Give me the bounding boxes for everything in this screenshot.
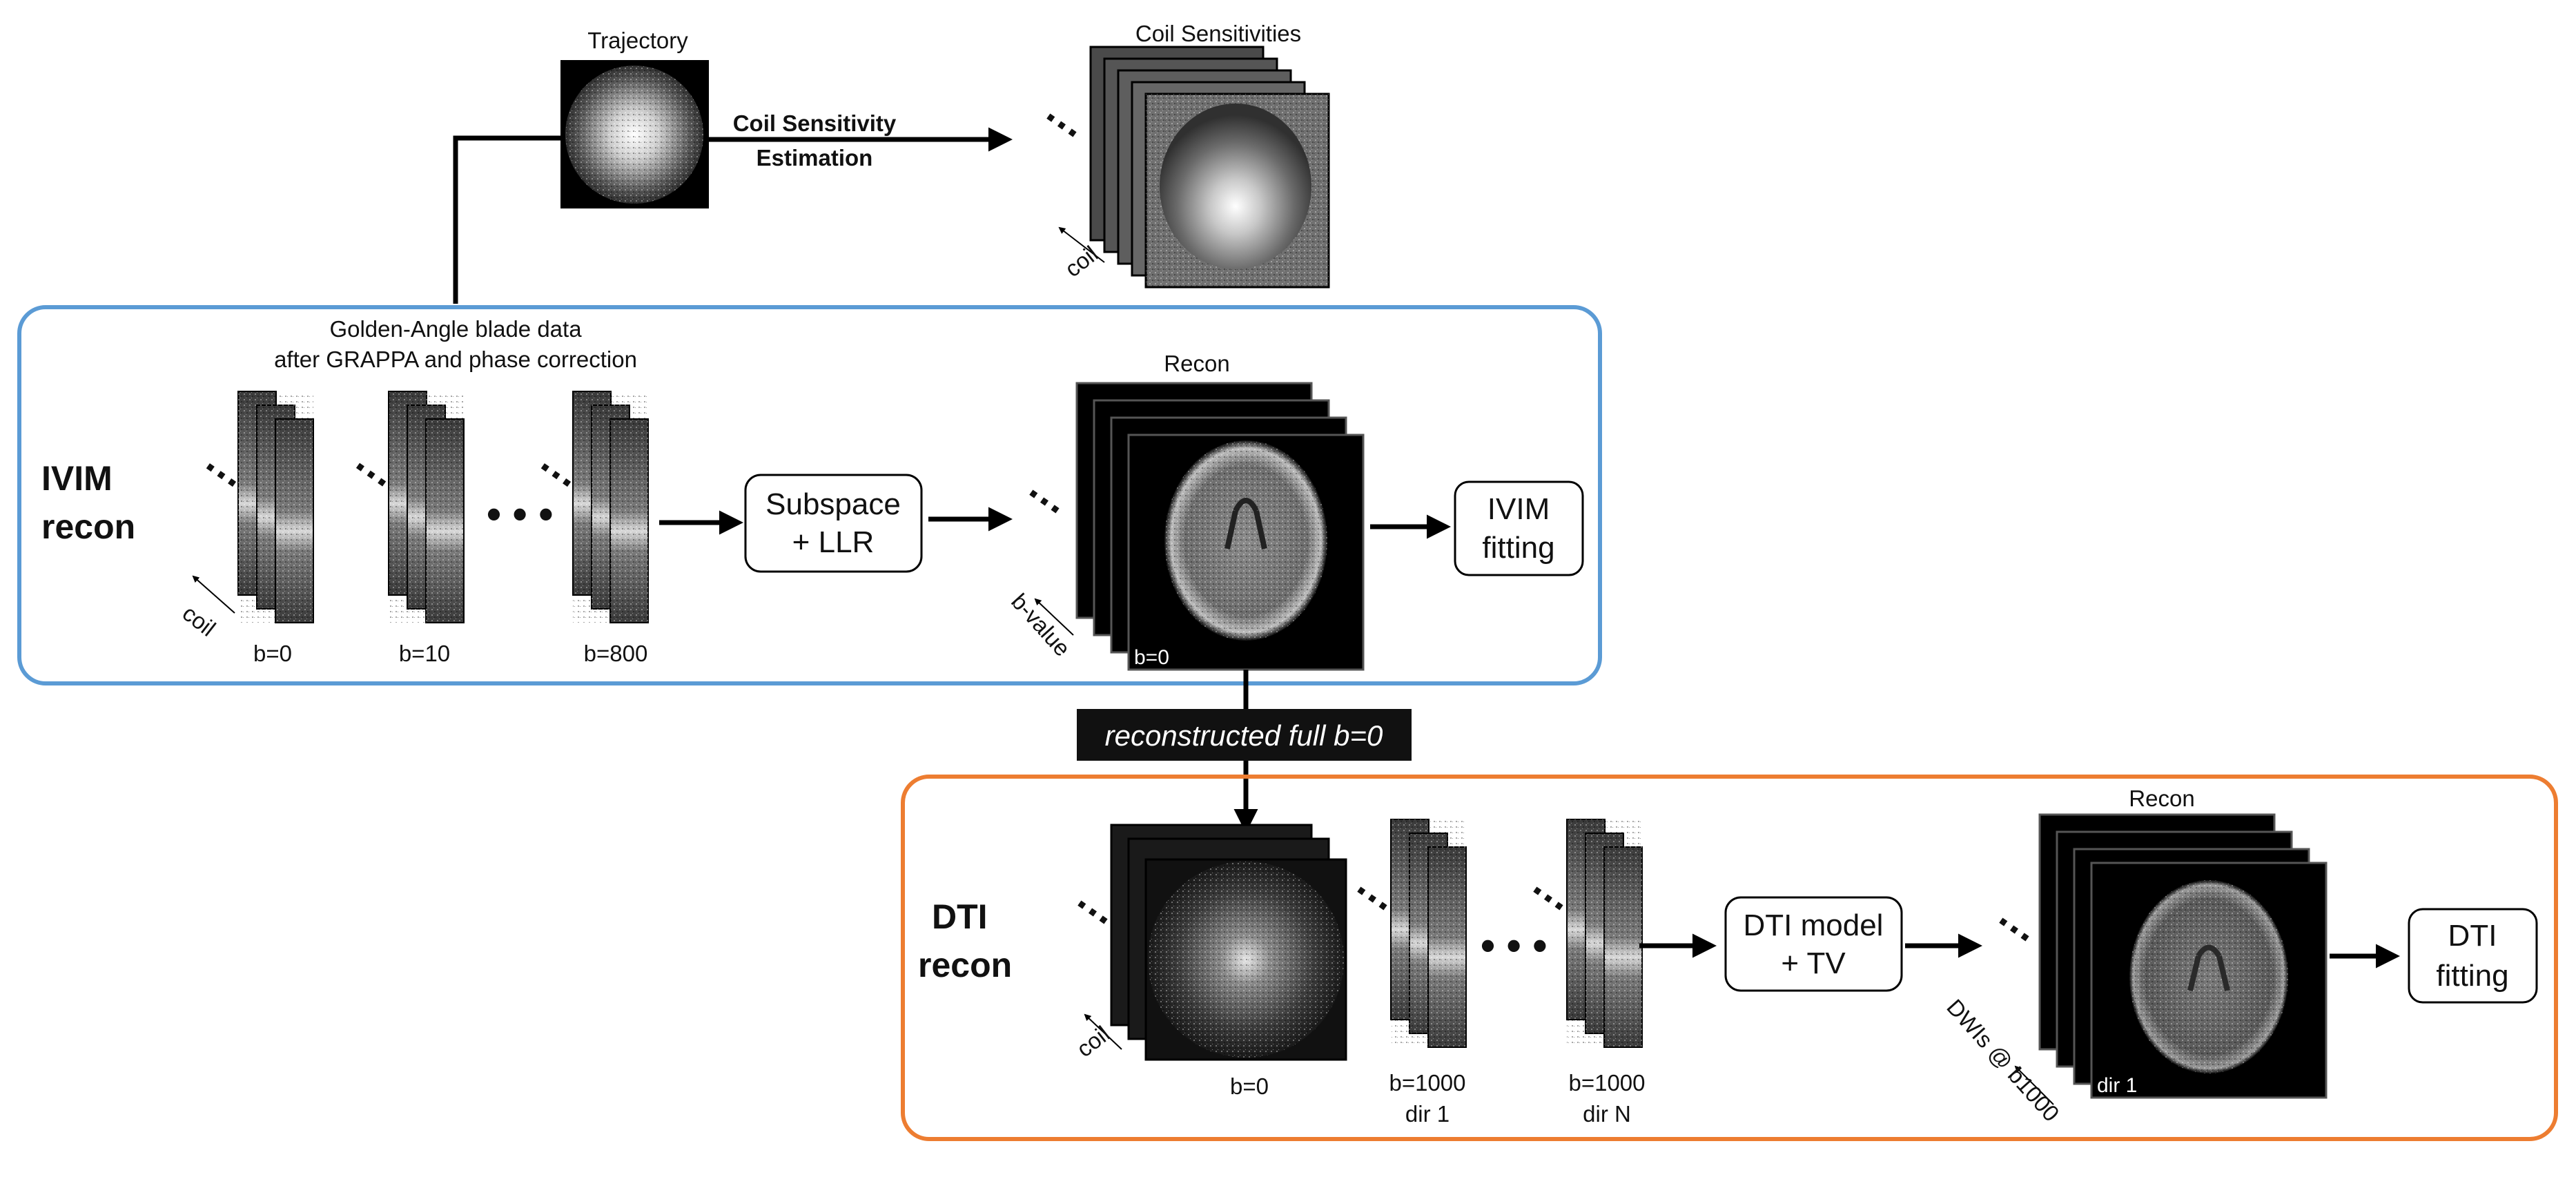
coil-axis-label-top: coil: [1060, 241, 1103, 282]
dti-dir1-label-line1: b=1000: [1389, 1070, 1465, 1096]
coil-sensitivity-step-line2: Estimation: [757, 145, 873, 171]
ivim-data-title-line2: after GRAPPA and phase correction: [274, 347, 637, 372]
trajectory-title: Trajectory: [587, 28, 688, 53]
dti-b0-kspace-stack: [1110, 824, 1347, 1061]
ivim-fitting-box: IVIM fitting: [1454, 480, 1584, 576]
ivim-section-title-line1: IVIM: [41, 459, 113, 498]
dti-dirN-label-line1: b=1000: [1568, 1070, 1645, 1096]
ivim-between-stacks-ellipsis: • • •: [487, 491, 553, 537]
dti-recon-image-label: dir 1: [2097, 1074, 2137, 1097]
dti-fitting-line2: fitting: [2436, 959, 2508, 993]
dti-b0-label: b=0: [1230, 1073, 1269, 1099]
blade-stack-b0: [237, 391, 314, 623]
dti-section-title-line2: recon: [918, 946, 1012, 984]
ivim-recon-title: Recon: [1164, 351, 1229, 376]
dti-dir1-label-line2: dir 1: [1405, 1101, 1450, 1127]
stack-label-b800: b=800: [584, 641, 648, 666]
dti-between-stacks-ellipsis: • • •: [1481, 922, 1547, 969]
ivim-recon-stack: b=0: [1075, 382, 1365, 671]
reconstructed-b0-label: reconstructed full b=0: [1105, 719, 1383, 752]
dti-model-line1: DTI model: [1744, 908, 1884, 942]
ivim-recon-ellipsis: …: [1020, 462, 1081, 523]
ivim-data-title-line1: Golden-Angle blade data: [329, 316, 582, 342]
connector-to-trajectory: [453, 135, 560, 304]
blade-stack-b10: [388, 391, 465, 623]
dti-recon-stack: dir 1: [2038, 813, 2328, 1099]
bvalue-axis-label: b-value: [1006, 588, 1075, 661]
coil-sensitivities-title: Coil Sensitivities: [1135, 21, 1301, 46]
ivim-recon-image-label: b=0: [1134, 646, 1169, 669]
coil-axis-arrow-ivim: [192, 575, 235, 614]
stack-label-b0: b=0: [253, 641, 292, 666]
dti-blade-stack-dirN: [1566, 819, 1643, 1048]
dti-model-tv-box: DTI model + TV: [1724, 896, 1903, 992]
subspace-llr-line1: Subspace: [765, 487, 901, 521]
coil-axis-arrow-dti: [1084, 1013, 1122, 1050]
ivim-section-box: [17, 305, 1602, 685]
dti-blade-stack-dir1: [1390, 819, 1467, 1048]
dti-fitting-line1: DTI: [2448, 919, 2497, 953]
dti-fitting-box: DTI fitting: [2408, 908, 2538, 1004]
trajectory-image: [560, 60, 709, 208]
ivim-fitting-line1: IVIM: [1487, 492, 1550, 526]
coil-axis-label-dti: coil: [1072, 1021, 1115, 1062]
dti-section-box: [901, 775, 2558, 1141]
subspace-llr-line2: + LLR: [792, 525, 875, 559]
ivim-section-title-line2: recon: [41, 507, 135, 546]
dti-dirN-label-line2: dir N: [1583, 1101, 1631, 1127]
bvalue-axis-arrow: [1034, 598, 1074, 636]
dti-section-title-line1: DTI: [932, 897, 988, 936]
stack-label-b10: b=10: [399, 641, 450, 666]
reconstructed-b0-banner: reconstructed full b=0: [1077, 709, 1412, 761]
coil-sensitivity-step-line1: Coil Sensitivity: [733, 110, 897, 136]
coil-sens-ellipsis: …: [1037, 86, 1098, 147]
blade-stack-b800: [572, 391, 649, 623]
dti-model-line2: + TV: [1781, 946, 1846, 980]
subspace-llr-box: Subspace + LLR: [744, 474, 923, 573]
coil-axis-label-ivim: coil: [178, 600, 221, 641]
ivim-fitting-line2: fitting: [1482, 531, 1554, 565]
dti-recon-title: Recon: [2129, 786, 2194, 811]
coil-sensitivity-stack: [1089, 46, 1330, 289]
coil-axis-arrow-top: [1058, 226, 1105, 263]
dwi-axis-arrow: [2014, 1065, 2054, 1105]
